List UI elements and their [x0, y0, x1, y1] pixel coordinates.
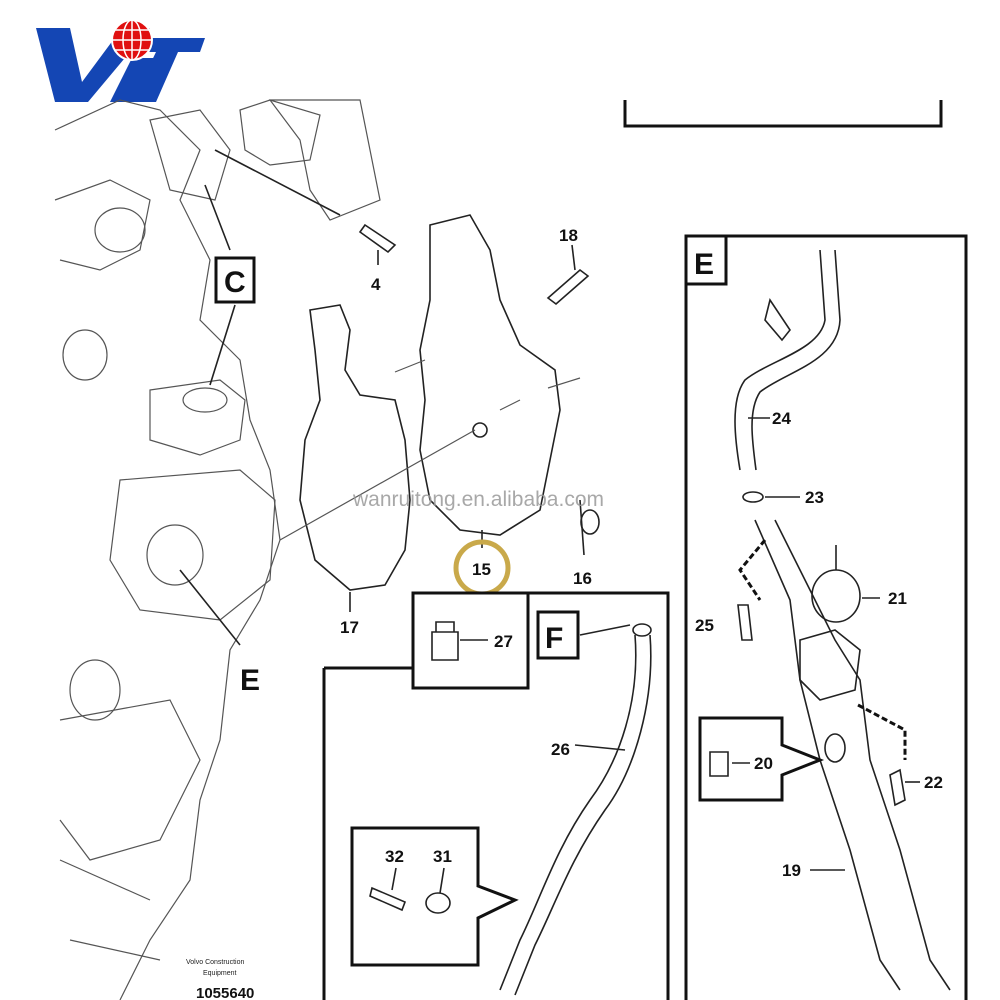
water-pump — [419, 214, 561, 536]
bolt-18 — [546, 268, 590, 306]
part-20-label: 20 — [754, 754, 773, 773]
plug-20 — [709, 751, 729, 777]
part-32-label: 32 — [385, 847, 404, 866]
section-e-frame — [684, 234, 968, 1000]
bolt-4 — [358, 223, 397, 254]
part-27-label: 27 — [494, 632, 513, 651]
bolt-32 — [369, 886, 407, 912]
part-19-label: 19 — [782, 861, 801, 880]
pipe-24 — [734, 249, 841, 471]
label-c: C — [224, 266, 246, 299]
plug-16 — [580, 509, 600, 535]
engine-block — [54, 99, 321, 1000]
section-f-box — [536, 610, 580, 660]
label-f: F — [545, 622, 563, 655]
label-e-pointer: E — [240, 664, 260, 697]
caption-line1: Volvo Construction — [186, 959, 244, 966]
fitting-27 — [431, 621, 459, 661]
parts-31-32-box — [350, 826, 519, 967]
part-17-label: 17 — [340, 618, 359, 637]
top-box-fragment — [623, 100, 943, 128]
gasket-17 — [299, 304, 411, 591]
part-25-label: 25 — [695, 616, 714, 635]
part-20-box — [698, 716, 825, 802]
bolt-25 — [737, 604, 753, 641]
part-4-label: 4 — [371, 275, 381, 294]
part-24-label: 24 — [772, 409, 791, 428]
part-15-label: 15 — [472, 560, 491, 579]
part-23-label: 23 — [805, 488, 824, 507]
caption-number: 1055640 — [196, 985, 254, 1000]
clamp-31 — [425, 892, 451, 914]
vit-logo — [36, 19, 205, 102]
watermark: wanruitong.en.alibaba.com — [352, 488, 604, 511]
section-e-box — [684, 234, 728, 286]
pipe-26 — [499, 634, 652, 996]
cover-plate — [268, 99, 381, 221]
label-e: E — [694, 248, 714, 281]
part-21-label: 21 — [888, 589, 907, 608]
caption-line2: Equipment — [203, 970, 237, 977]
part-22-label: 22 — [924, 773, 943, 792]
oring-23 — [742, 491, 764, 503]
part-26-label: 26 — [551, 740, 570, 759]
section-c-box — [214, 256, 256, 304]
bolt-22 — [889, 768, 906, 807]
part-18-label: 18 — [559, 226, 578, 245]
part-16-label: 16 — [573, 569, 592, 588]
part-31-label: 31 — [433, 847, 452, 866]
